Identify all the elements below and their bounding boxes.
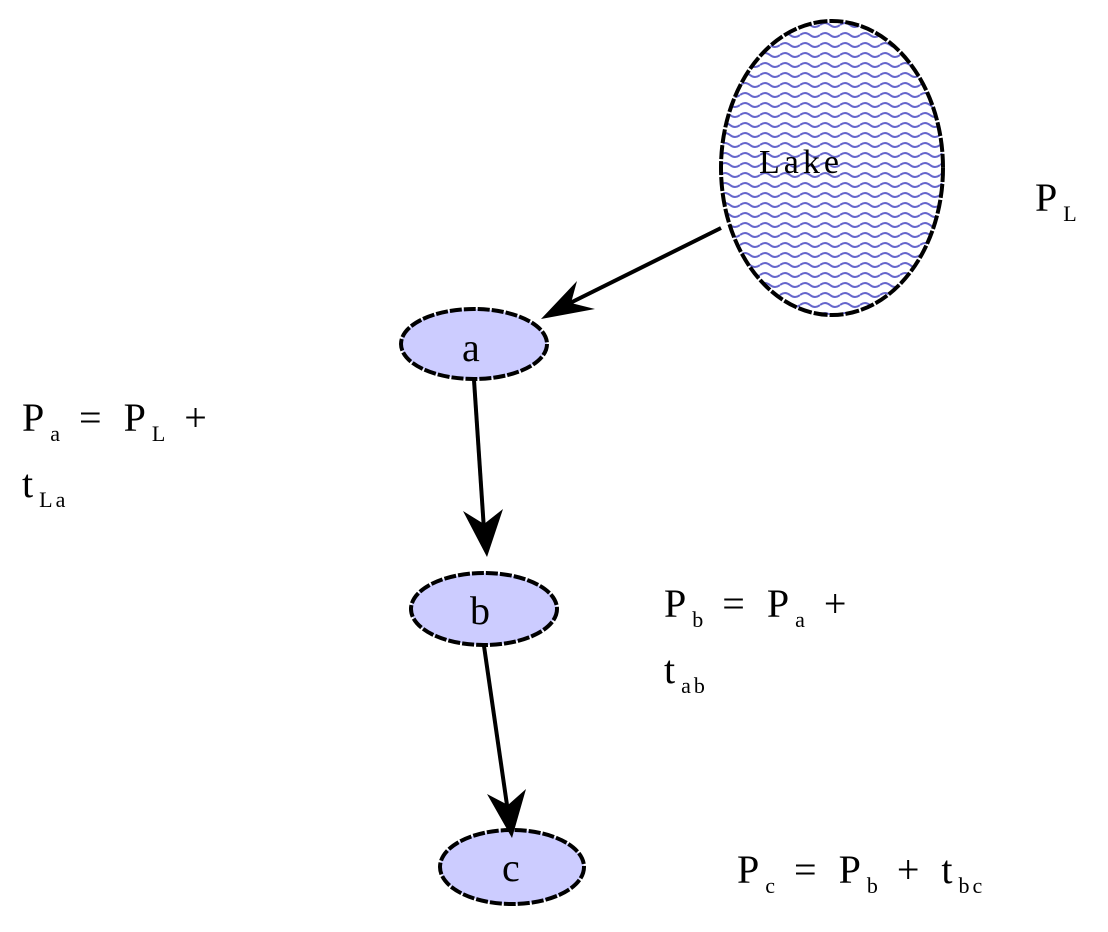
eq-a-rhs-P: P — [123, 395, 152, 440]
eq-a-equals: = — [79, 395, 108, 440]
eq-a-plus: + — [184, 395, 213, 440]
node-b-shape — [409, 571, 559, 647]
eq-lake-P: P — [1035, 175, 1064, 220]
eq-b-rhs-sub: a — [795, 607, 808, 632]
equation-a-line2: tLa — [22, 461, 68, 511]
node-a-label: a — [462, 325, 480, 370]
edge-b-to-c-arrowhead — [487, 789, 526, 838]
equation-b-line2: tab — [664, 647, 708, 697]
lake-label: Lake — [759, 144, 843, 181]
eq-c-rhs-sub: b — [866, 873, 881, 898]
eq-a-t: t — [22, 461, 40, 506]
edge-lake-to-a — [559, 226, 722, 310]
edge-a-to-b — [472, 379, 486, 531]
eq-b-P-sub: b — [692, 607, 707, 632]
eq-c-P-sub: c — [765, 873, 779, 898]
eq-a-P: P — [22, 395, 51, 440]
eq-c-t: t — [941, 847, 959, 892]
edge-lake-to-a-arrowhead — [541, 281, 595, 319]
equation-lake: PL — [1035, 175, 1080, 225]
eq-c-P: P — [737, 847, 766, 892]
eq-c-plus: + — [896, 847, 926, 892]
node-a-shape — [399, 307, 549, 381]
equation-c: Pc = Pb + tbc — [737, 847, 985, 897]
edge-a-to-b-arrowhead — [463, 509, 503, 557]
equation-b-line1: Pb = Pa + — [664, 581, 853, 631]
eq-b-plus: + — [823, 581, 853, 626]
eq-a-rhs-sub: L — [151, 421, 169, 446]
eq-a-P-sub: a — [50, 421, 64, 446]
eq-b-t-sub: ab — [681, 673, 708, 698]
eq-c-equals: = — [794, 847, 823, 892]
eq-a-t-sub: La — [39, 487, 69, 512]
eq-b-t: t — [664, 647, 682, 692]
eq-c-t-sub: bc — [958, 873, 986, 898]
equation-a-line1: Pa = PL + — [22, 395, 213, 445]
lake-shape — [719, 19, 945, 317]
eq-b-P: P — [664, 581, 693, 626]
node-c-label: c — [502, 845, 520, 890]
edge-b-to-c — [482, 645, 510, 813]
eq-b-rhs-P: P — [766, 581, 796, 626]
node-b-label: b — [470, 588, 490, 633]
eq-b-equals: = — [722, 581, 751, 626]
eq-lake-sub: L — [1063, 201, 1080, 226]
eq-c-rhs-P: P — [838, 847, 867, 892]
